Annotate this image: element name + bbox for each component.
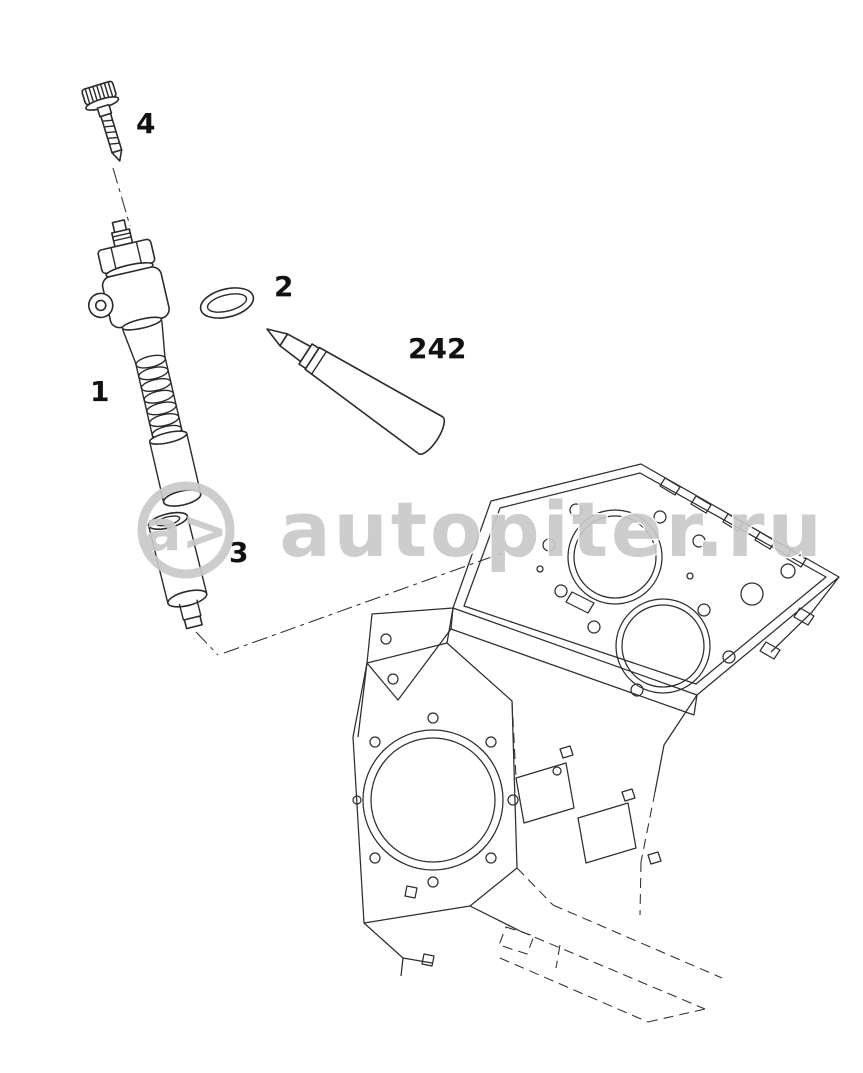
o-ring-part xyxy=(199,287,255,319)
sleeve-tab xyxy=(183,615,203,630)
callout-label-242: 242 xyxy=(408,332,466,365)
locknut-lines xyxy=(111,232,132,242)
knurl-lines xyxy=(84,81,114,105)
plate-to-deck-edge xyxy=(446,607,454,644)
o-ring-outer xyxy=(199,287,255,319)
cylinder-bore-1-inner xyxy=(573,515,657,599)
front-plate-outline xyxy=(352,642,518,924)
bolt-part xyxy=(81,80,123,162)
assembly-leader-line xyxy=(223,550,509,654)
flange-bolt-holes xyxy=(352,712,519,888)
deck-outline xyxy=(452,463,840,696)
callout-label-3: 3 xyxy=(229,536,248,569)
crank-opening-inner xyxy=(370,737,496,863)
injector-spring xyxy=(134,354,184,440)
body-lower-collar xyxy=(121,316,163,331)
bolt-tip xyxy=(111,149,123,162)
sealant-tube-part xyxy=(266,328,446,455)
pad-bolt xyxy=(552,766,562,776)
front-right-hidden-edge xyxy=(639,791,656,916)
deck-inner-edge xyxy=(463,472,827,685)
watermark: a> autopiter.ru xyxy=(137,481,824,579)
watermark-text: autopiter.ru xyxy=(279,485,824,574)
timing-cover-face xyxy=(352,607,519,924)
callout-label-2: 2 xyxy=(274,270,293,303)
mounting-pads xyxy=(511,700,662,865)
tube-body-line xyxy=(310,350,328,375)
deck-holes xyxy=(536,503,796,697)
o-ring-inner xyxy=(206,293,248,313)
bolt-shaft xyxy=(100,112,123,154)
fuel-port-hole xyxy=(94,299,107,312)
callout-label-4: 4 xyxy=(136,107,155,140)
sleeve-bore xyxy=(155,515,181,527)
crank-opening-outer xyxy=(362,729,504,871)
oil-pan-rail xyxy=(363,885,435,977)
tube-body xyxy=(304,346,446,455)
hidden-lower-edges xyxy=(469,867,723,1023)
sleeve-part xyxy=(147,511,208,630)
injector-part xyxy=(87,219,202,507)
taper-lines xyxy=(122,320,166,364)
sleeve-axis-centerline xyxy=(195,631,219,656)
right-edge xyxy=(770,576,840,653)
deck-thickness xyxy=(450,607,698,716)
sleeve-bottom xyxy=(167,589,208,608)
bolt-axis-centerline xyxy=(112,167,131,227)
sleeve-tab-sides xyxy=(178,599,202,621)
cylinder-bore-1 xyxy=(567,509,663,605)
callout-label-1: 1 xyxy=(90,375,109,408)
cylinder-bore-2-inner xyxy=(621,604,705,688)
engine-block xyxy=(352,463,840,1023)
thread-lines xyxy=(101,119,121,145)
cylinder-bore-2 xyxy=(615,598,711,694)
front-right-edge xyxy=(654,694,698,793)
watermark-logo-ring xyxy=(137,481,235,579)
hex-facet-lines xyxy=(110,241,143,272)
watermark-logo-glyph: a> xyxy=(144,499,229,564)
front-gusset xyxy=(357,607,454,738)
